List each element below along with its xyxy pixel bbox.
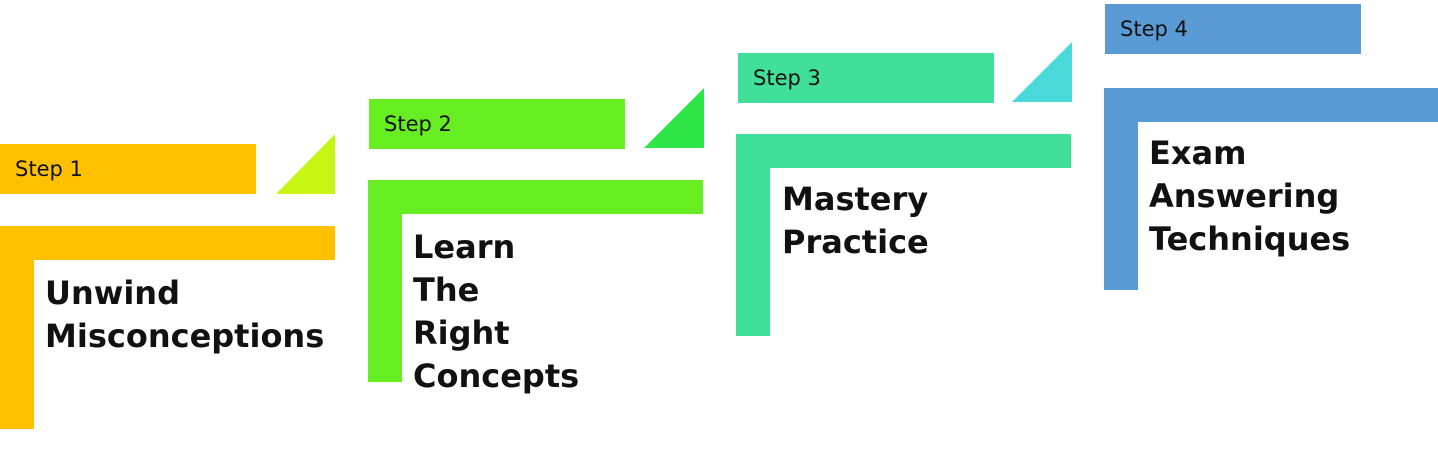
step-4-label-tab: Step 4 — [1105, 4, 1361, 54]
step-1-title-line-1: Unwind — [45, 274, 180, 312]
step-2-title-line-1: Learn The Right — [413, 228, 516, 352]
step-2-label-tab: Step 2 — [369, 99, 625, 149]
step-2-label: Step 2 — [384, 112, 452, 136]
step-3-title-line-2: Practice — [782, 223, 929, 261]
step-2-triangle-accent — [644, 88, 704, 148]
step-2-title-line-2: Concepts — [413, 357, 580, 395]
step-4-title: Exam Answering Techniques — [1149, 132, 1350, 261]
step-1-label-tab: Step 1 — [0, 144, 256, 194]
step-3-bracket-horizontal — [736, 134, 1071, 168]
step-1-bracket-horizontal — [0, 226, 335, 260]
step-3-label-tab: Step 3 — [738, 53, 994, 103]
step-4-bracket-horizontal — [1104, 88, 1438, 122]
step-4-label: Step 4 — [1120, 17, 1188, 41]
step-2-title: Learn The Right Concepts — [413, 226, 579, 398]
step-1-triangle-accent — [276, 134, 335, 194]
step-3-title-line-1: Mastery — [782, 180, 929, 218]
step-1-bracket-vertical — [0, 226, 34, 429]
step-2-bracket-vertical — [368, 180, 402, 382]
step-1-title-line-2: Misconceptions — [45, 317, 325, 355]
step-1-title: Unwind Misconceptions — [45, 272, 324, 358]
step-4-title-line-2: Answering — [1149, 177, 1340, 215]
step-4-title-line-1: Exam — [1149, 134, 1247, 172]
step-4-title-line-3: Techniques — [1149, 220, 1351, 258]
step-3-label: Step 3 — [753, 66, 821, 90]
step-2-bracket-horizontal — [368, 180, 703, 214]
step-1-label: Step 1 — [15, 157, 83, 181]
step-3-title: Mastery Practice — [782, 178, 929, 264]
step-3-triangle-accent — [1012, 42, 1072, 102]
step-4-bracket-vertical — [1104, 88, 1138, 290]
step-3-bracket-vertical — [736, 134, 770, 336]
